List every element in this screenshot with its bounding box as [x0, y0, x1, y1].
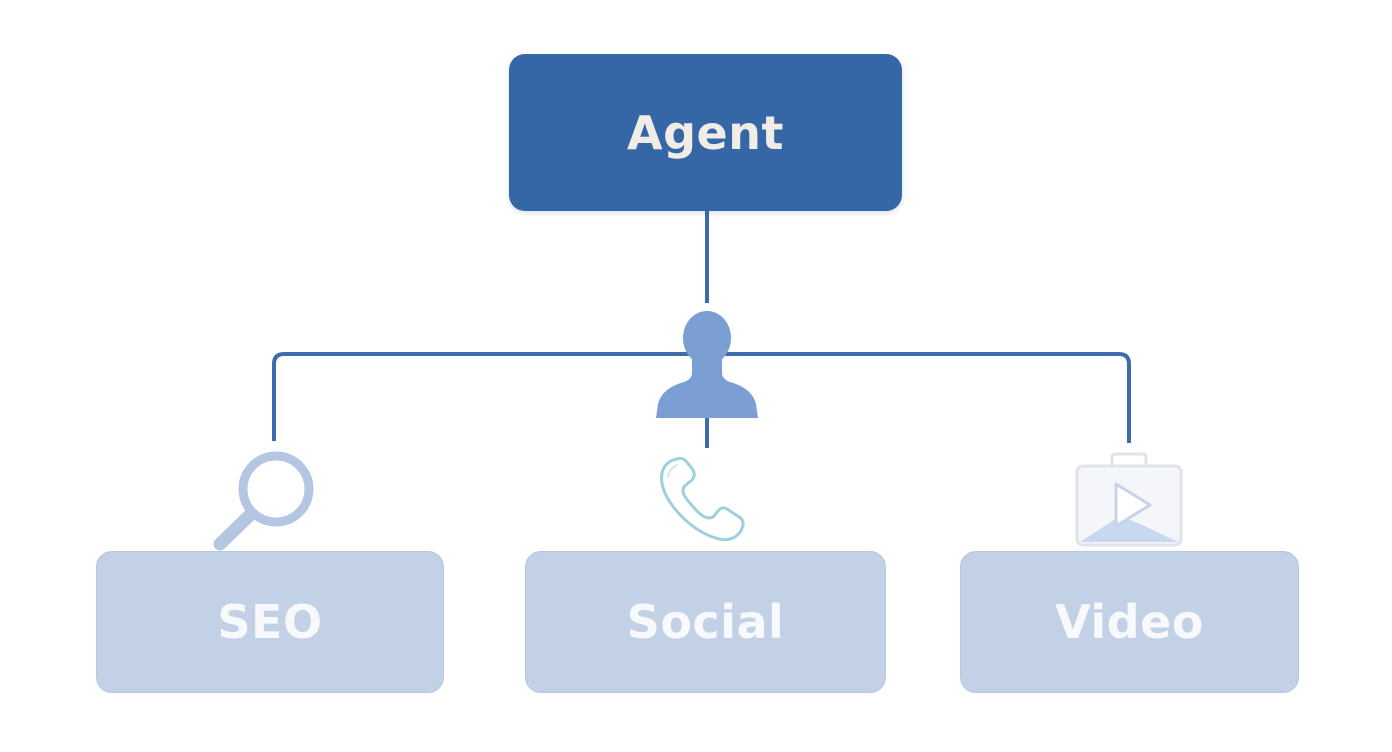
video-icon — [1075, 452, 1183, 547]
agent-node: Agent — [509, 54, 902, 211]
video-node: Video — [960, 551, 1299, 693]
search-icon — [213, 451, 314, 551]
agent-node-label: Agent — [627, 105, 784, 160]
social-node: Social — [525, 551, 886, 693]
phone-icon — [660, 456, 745, 542]
person-icon — [656, 311, 758, 418]
seo-node: SEO — [96, 551, 444, 693]
video-node-label: Video — [1055, 595, 1204, 649]
social-node-label: Social — [626, 595, 785, 649]
seo-node-label: SEO — [217, 595, 323, 649]
